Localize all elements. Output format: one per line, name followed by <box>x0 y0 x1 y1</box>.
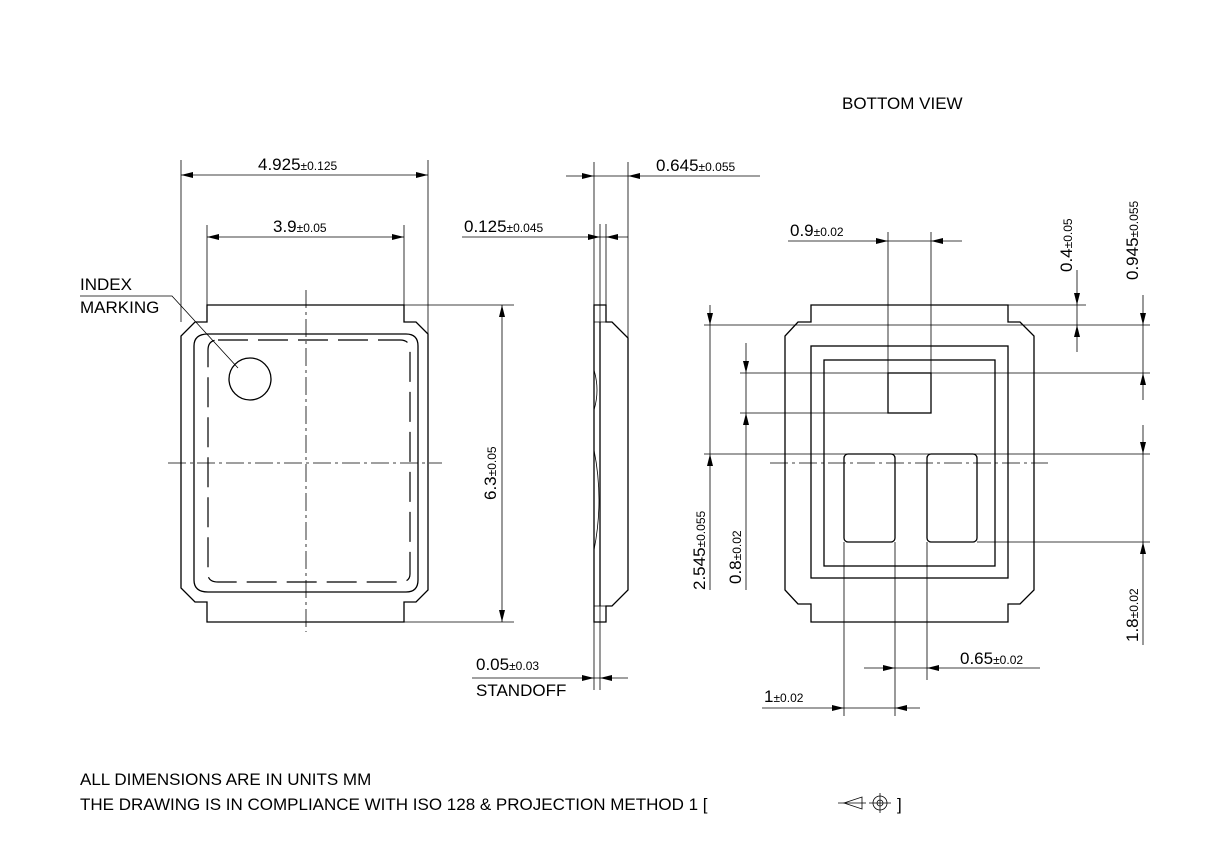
pad-height-dim: 1.8±0.02 <box>1123 588 1142 642</box>
pad-top-height-dim: 0.8±0.02 <box>726 530 745 584</box>
body-width-dim: 3.9±0.05 <box>273 217 327 236</box>
pad-gap-dim: 0.65±0.02 <box>960 649 1023 668</box>
projection-method-1-icon <box>838 793 891 813</box>
note-compliance-end: ] <box>897 795 902 814</box>
overall-width-dim: 4.925±0.125 <box>258 155 337 174</box>
index-label: INDEX <box>80 275 132 294</box>
pad-top-offset-dim: 0.4±0.05 <box>1057 218 1076 272</box>
lead-thickness-dim: 0.125±0.045 <box>464 217 543 236</box>
index-leader <box>80 295 239 369</box>
standoff-dim: 0.05±0.03 <box>476 655 539 674</box>
bottom-view-outline <box>784 304 1035 623</box>
note-compliance: THE DRAWING IS IN COMPLIANCE WITH ISO 12… <box>80 795 708 814</box>
source-pad-left <box>843 453 896 543</box>
side-view: 0.645±0.055 0.125±0.045 0.05±0.03 STANDO… <box>462 156 760 700</box>
pad-width-dim: 1±0.02 <box>764 687 804 706</box>
height-dim: 6.3±0.05 <box>481 446 500 500</box>
thickness-dim: 0.645±0.055 <box>656 156 735 175</box>
top-view-hidden-die <box>207 339 411 583</box>
top-view: INDEX MARKING 4.925±0.125 3.9±0.05 6.3±0… <box>80 155 514 632</box>
bottom-view: BOTTOM VIEW 0.9±0.02 0.4±0.05 0.945±0.05… <box>690 94 1150 716</box>
pad-top-to-center-dim: 0.945±0.055 <box>1123 201 1142 280</box>
bottom-view-title: BOTTOM VIEW <box>842 94 963 113</box>
note-units: ALL DIMENSIONS ARE IN UNITS MM <box>80 770 371 789</box>
side-view-outline <box>593 304 629 623</box>
marking-label: MARKING <box>80 298 159 317</box>
source-pad-right <box>926 453 978 543</box>
bottom-view-body <box>810 345 1009 579</box>
top-view-outline <box>180 304 429 623</box>
notes: ALL DIMENSIONS ARE IN UNITS MM THE DRAWI… <box>80 770 902 814</box>
gate-to-center-dim: 2.545±0.055 <box>690 511 709 590</box>
pad-top-width-dim: 0.9±0.02 <box>790 221 844 240</box>
index-marking-circle <box>228 357 272 401</box>
standoff-label: STANDOFF <box>476 681 566 700</box>
gate-pad <box>887 372 932 414</box>
top-view-body <box>193 333 419 593</box>
